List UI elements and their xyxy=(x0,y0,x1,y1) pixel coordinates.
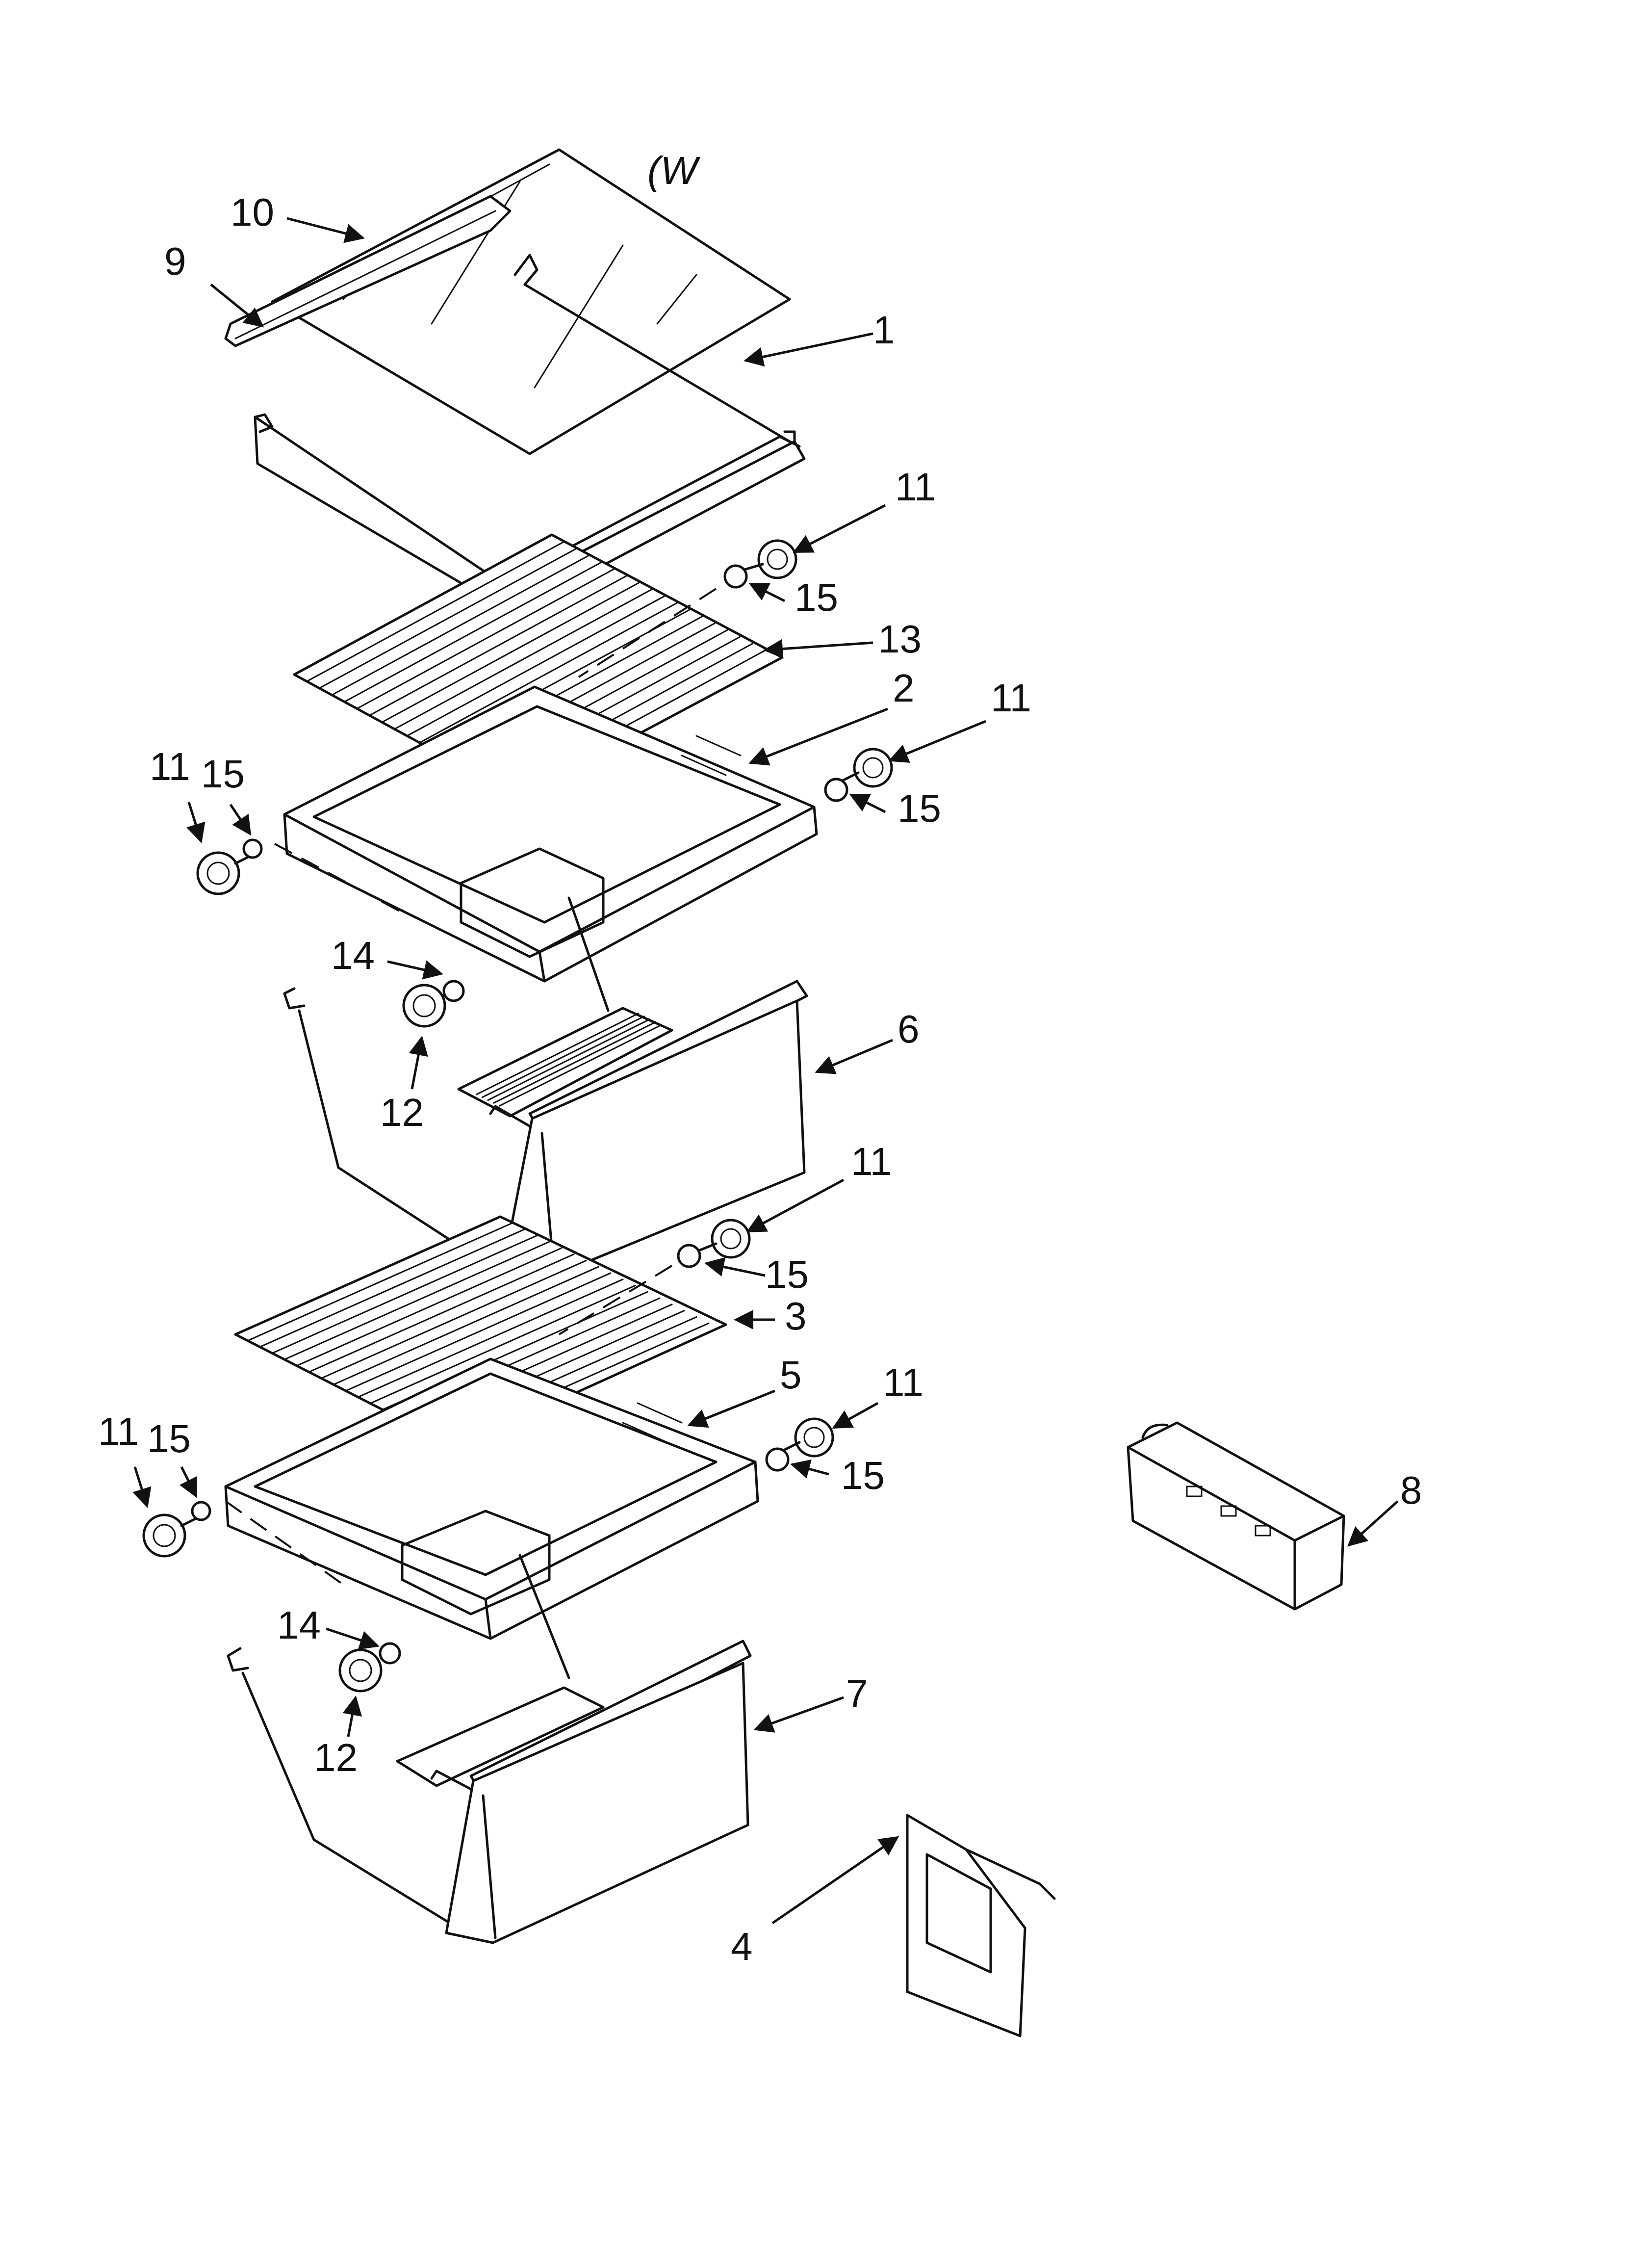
rib-line xyxy=(296,1247,563,1367)
callout-5: 5 xyxy=(780,1353,802,1397)
screw-part-14 xyxy=(379,1642,401,1665)
callout-15: 15 xyxy=(765,1252,809,1296)
callout-14: 14 xyxy=(331,934,375,977)
screw-part-15 xyxy=(723,564,748,589)
screw-part-15 xyxy=(824,778,848,802)
rib-line xyxy=(247,1222,513,1342)
callout-1: 1 xyxy=(873,308,895,352)
callout-14: 14 xyxy=(277,1603,321,1647)
rib-line xyxy=(369,1285,636,1405)
crisper-drawer-part-7 xyxy=(227,1554,752,1944)
rib-line xyxy=(318,547,578,689)
rib-line xyxy=(419,602,678,744)
rib-line xyxy=(343,561,603,703)
cover-frame-part-2 xyxy=(283,685,818,983)
callout-10: 10 xyxy=(231,190,274,234)
assembly-line xyxy=(225,1500,344,1586)
rib-line xyxy=(476,1013,640,1095)
rib-line xyxy=(487,1018,651,1101)
callout-8: 8 xyxy=(1400,1468,1422,1512)
callout-3: 3 xyxy=(785,1294,807,1338)
callout-11: 11 xyxy=(98,1409,139,1453)
assembly-line xyxy=(578,588,717,678)
screw-part-15 xyxy=(191,1501,211,1521)
door-bin-part-8 xyxy=(1127,1421,1345,1611)
rib-line xyxy=(271,1234,538,1354)
callout-11: 11 xyxy=(851,1140,892,1183)
screw-part-14 xyxy=(442,980,465,1002)
rib-line xyxy=(393,588,653,730)
rib-line xyxy=(481,1016,645,1098)
callout-11: 11 xyxy=(991,676,1031,720)
screw-part-15 xyxy=(765,1447,790,1472)
rib-line xyxy=(283,1241,550,1360)
roller-part-11 xyxy=(737,539,797,579)
roller-part-11 xyxy=(837,748,893,788)
rib-line xyxy=(308,1253,575,1373)
callout-2: 2 xyxy=(893,666,915,710)
rib-line xyxy=(493,1021,657,1104)
roller-part-12 xyxy=(402,984,446,1028)
rib-line xyxy=(306,541,565,682)
leader-lines xyxy=(132,217,1399,1925)
callout-4: 4 xyxy=(731,1925,753,1968)
label-holder-part-4 xyxy=(906,1814,1056,2037)
callout-15: 15 xyxy=(898,786,941,830)
crisper-cover-part-13 xyxy=(293,533,784,799)
rib-line xyxy=(259,1228,526,1348)
callout-15: 15 xyxy=(795,575,838,619)
callout-9: 9 xyxy=(164,239,186,283)
callout-12: 12 xyxy=(380,1091,424,1134)
roller-part-11 xyxy=(690,1219,751,1259)
callout-15: 15 xyxy=(201,752,245,796)
callout-13: 13 xyxy=(878,617,922,661)
rib-line xyxy=(320,1259,587,1379)
roller-part-12 xyxy=(338,1648,383,1693)
rib-line xyxy=(381,581,641,723)
shelf-trim-part-9 xyxy=(224,195,512,347)
roller-part-11 xyxy=(778,1417,834,1458)
callout-15: 15 xyxy=(841,1454,885,1497)
assembly-line xyxy=(558,1265,673,1335)
screw-part-15 xyxy=(242,838,263,859)
rib-line xyxy=(357,1278,624,1398)
rib-line xyxy=(368,574,628,716)
rib-line xyxy=(333,1266,599,1385)
rib-line xyxy=(331,554,590,696)
callout-12: 12 xyxy=(314,1736,358,1779)
rib-line xyxy=(345,1272,612,1392)
callout-15: 15 xyxy=(147,1417,191,1460)
rib-line xyxy=(498,1024,662,1107)
header-mark: (W xyxy=(647,149,701,192)
glass-shelf-part-10 xyxy=(271,148,791,455)
rib-line xyxy=(356,568,616,709)
assembly-line xyxy=(274,843,403,913)
rib-line xyxy=(406,595,666,737)
cover-frame-part-5 xyxy=(224,1357,759,1640)
callout-11: 11 xyxy=(150,745,190,788)
callout-6: 6 xyxy=(898,1007,920,1051)
screw-part-15 xyxy=(677,1244,701,1268)
callout-11: 11 xyxy=(883,1360,924,1404)
callout-7: 7 xyxy=(846,1672,868,1716)
callout-11: 11 xyxy=(895,465,936,509)
